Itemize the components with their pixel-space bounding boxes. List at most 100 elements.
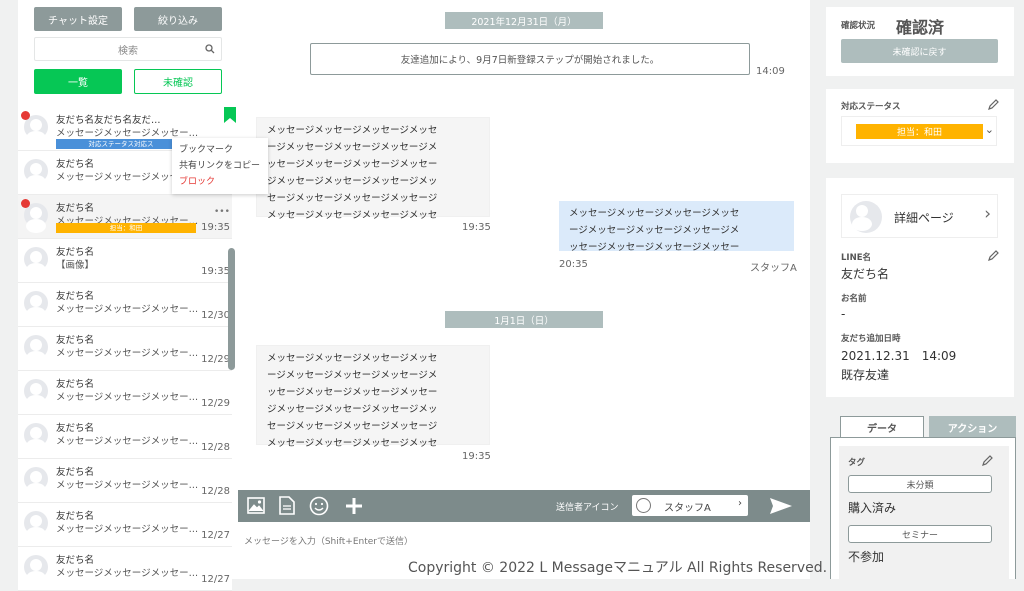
list-item[interactable]: 友だち名メッセージメッセージメッセー…12/30	[18, 283, 232, 327]
emoji-icon[interactable]	[309, 496, 329, 516]
tag-label: タグ	[848, 458, 866, 468]
last-message: 【画像】	[56, 260, 95, 271]
list-item[interactable]: 友だち名メッセージメッセージメッセー…12/27	[18, 547, 232, 591]
avatar	[850, 201, 882, 233]
line-name-value: 友だち名	[841, 267, 890, 281]
list-item[interactable]: 友だち名メッセージメッセージメッセー…12/29	[18, 327, 232, 371]
tab-all[interactable]: 一覧	[34, 69, 122, 94]
message-time: 19:35	[201, 222, 230, 233]
sender-select[interactable]: スタッフA ›	[632, 495, 748, 516]
tag-value: 不参加	[848, 550, 885, 564]
file-icon[interactable]	[279, 496, 295, 515]
avatar	[24, 115, 48, 145]
message-time: 19:35	[462, 222, 491, 233]
friend-name: 友だち名	[56, 511, 95, 522]
status-select[interactable]: 担当：和田 ⌄	[841, 116, 997, 146]
list-item[interactable]: 友だち名友だち名友だ…メッセージメッセージメッセー…対応ステータス対応ス	[18, 107, 236, 151]
last-message: メッセージメッセージメッセー…	[56, 304, 199, 315]
avatar	[24, 291, 48, 321]
message-input[interactable]: メッセージを入力（Shift+Enterで送信）	[244, 537, 413, 547]
chat-panel: 2021年12月31日（月） 友達追加により、9月7日新登録ステップが開始されま…	[238, 0, 827, 579]
last-message: メッセージメッセージメッセー…	[56, 436, 199, 447]
pencil-icon[interactable]	[988, 99, 999, 110]
tab-unconfirmed[interactable]: 未確認	[134, 69, 222, 94]
filter-button[interactable]: 絞り込み	[134, 7, 222, 31]
last-message: メッセージメッセージメッセ	[56, 172, 180, 183]
friend-name: 友だち名	[56, 247, 95, 258]
chat-settings-button[interactable]: チャット設定	[34, 7, 122, 31]
status-tag: 担当：和田	[56, 223, 196, 233]
confirm-label: 確認状況	[841, 21, 876, 31]
date-divider: 1月1日（日）	[445, 311, 603, 328]
search-placeholder: 検索	[118, 45, 138, 57]
status-badge: 担当：和田	[856, 124, 983, 139]
last-message: メッセージメッセージメッセー…	[56, 568, 199, 579]
copyright-text: Copyright © 2022 L Messageマニュアル All Righ…	[408, 560, 828, 576]
tag-group-badge: セミナー	[848, 525, 992, 543]
tag-group-badge: 未分類	[848, 475, 992, 493]
list-item[interactable]: 友だち名【画像】 19:35	[18, 239, 232, 283]
more-icon[interactable]: •••	[214, 207, 230, 217]
message-time: 19:35	[201, 266, 230, 277]
message-time: 12/27	[201, 530, 230, 541]
message-time: 12/29	[201, 354, 230, 365]
date-divider: 2021年12月31日（月）	[445, 12, 603, 29]
message-time: 12/30	[201, 310, 230, 321]
avatar	[24, 159, 48, 189]
pencil-icon[interactable]	[982, 455, 993, 466]
message-bubble-received: メッセージメッセージメッセージメッセ ージメッセージメッセージメッセージメ ッセ…	[256, 117, 490, 221]
sender-avatar-icon	[636, 498, 651, 513]
menu-item-bookmark[interactable]: ブックマーク	[179, 145, 234, 155]
friend-name: 友だち名	[56, 291, 95, 302]
menu-item-block[interactable]: ブロック	[179, 177, 216, 187]
system-message: 友達追加により、9月7日新登録ステップが開始されました。	[310, 43, 750, 75]
list-scrollbar[interactable]	[228, 248, 235, 370]
context-menu: ブックマーク 共有リンクをコピー ブロック	[172, 138, 268, 194]
sender-name: スタッフA	[664, 503, 711, 514]
back-to-unconfirmed-button[interactable]: 未確認に戻す	[841, 39, 998, 63]
last-message: メッセージメッセージメッセー…	[56, 392, 199, 403]
message-time: 12/29	[201, 398, 230, 409]
status-card: 対応ステータス 担当：和田 ⌄	[826, 89, 1014, 163]
avatar	[24, 423, 48, 453]
added-type-value: 既存友達	[841, 368, 890, 382]
image-icon[interactable]	[247, 497, 265, 514]
search-input[interactable]: 検索	[34, 37, 222, 61]
detail-page-label: 詳細ページ	[894, 211, 954, 225]
pencil-icon[interactable]	[988, 250, 999, 261]
friend-name: 友だち名	[56, 335, 95, 346]
avatar	[24, 511, 48, 541]
detail-page-link[interactable]: 詳細ページ ›	[841, 194, 998, 238]
friend-name: 友だち名	[56, 203, 95, 214]
send-icon[interactable]	[769, 497, 793, 515]
menu-item-copy-link[interactable]: 共有リンクをコピー	[179, 161, 261, 171]
message-time: 19:35	[462, 451, 491, 462]
tab-action[interactable]: アクション	[929, 416, 1016, 438]
tab-data[interactable]: データ	[840, 416, 924, 438]
search-icon[interactable]	[205, 44, 215, 54]
bookmark-icon[interactable]	[224, 107, 236, 123]
message-staff: スタッフA	[750, 263, 797, 274]
list-item[interactable]: 友だち名メッセージメッセージメッセー…12/28	[18, 415, 232, 459]
avatar	[24, 379, 48, 409]
added-date-value: 2021.12.31 14:09	[841, 349, 957, 363]
chevron-right-icon: ›	[738, 498, 742, 509]
plus-icon[interactable]	[344, 496, 364, 516]
sender-icon-label: 送信者アイコン	[556, 503, 619, 513]
list-item[interactable]: 友だち名メッセージメッセージメッセー…12/28	[18, 459, 232, 503]
message-time: 12/27	[201, 574, 230, 585]
friend-name: 友だち名	[56, 423, 95, 434]
list-item[interactable]: 友だち名メッセージメッセージメッセー…12/27	[18, 503, 232, 547]
unread-dot	[21, 199, 30, 208]
chevron-down-icon: ⌄	[984, 123, 994, 136]
message-bubble-received: メッセージメッセージメッセージメッセ ージメッセージメッセージメッセージメ ッセ…	[256, 345, 490, 449]
message-time: 12/28	[201, 486, 230, 497]
chat-app: チャット設定 絞り込み 検索 一覧 未確認 友だち名友だち名友だ…メッセージメッ…	[18, 0, 1016, 591]
last-message: メッセージメッセージメッセー…	[56, 524, 199, 535]
line-name-label: LINE名	[841, 253, 871, 263]
avatar	[24, 467, 48, 497]
friend-name: 友だち名	[56, 467, 95, 478]
friend-name: 友だち名	[56, 159, 95, 170]
list-item[interactable]: 友だち名メッセージメッセージメッセー…12/29	[18, 371, 232, 415]
